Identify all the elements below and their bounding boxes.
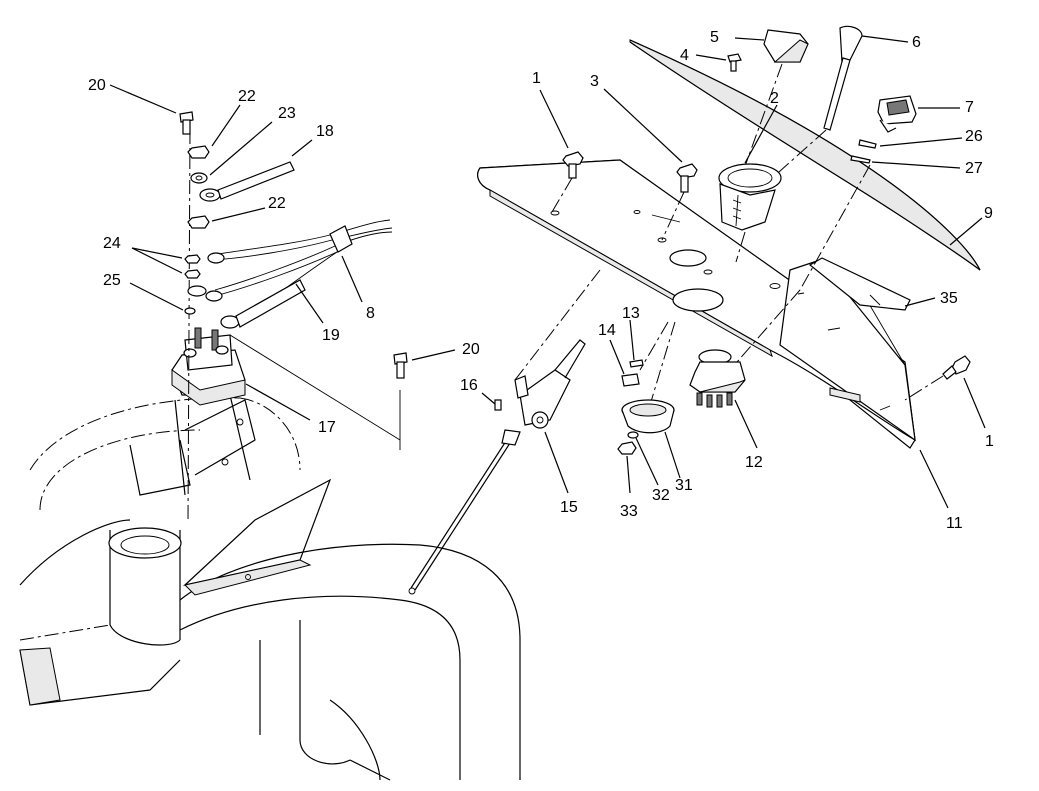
panel-hole-medium	[669, 249, 707, 267]
callout-3: 3	[590, 73, 599, 90]
bolt-3	[676, 163, 698, 193]
callout-11: 11	[946, 515, 963, 532]
callout-23: 23	[278, 105, 296, 122]
bushing-14	[621, 373, 640, 387]
callout-25: 25	[103, 272, 121, 289]
callout-22-lower: 22	[268, 195, 286, 212]
callout-13: 13	[622, 305, 640, 322]
control-panel-11	[477, 159, 916, 449]
callout-1-left: 1	[532, 70, 541, 87]
washer-25	[184, 307, 196, 315]
frame-outline	[19, 394, 521, 781]
cover-decal-9	[629, 39, 981, 271]
bolt-1-left	[562, 151, 584, 179]
clip-27	[850, 155, 871, 164]
callout-14: 14	[598, 322, 616, 339]
frame-tube-opening	[108, 527, 182, 559]
rocker-switch-7	[877, 95, 917, 133]
callout-27: 27	[965, 160, 983, 177]
lockwasher-23	[190, 172, 208, 184]
callout-31: 31	[675, 477, 693, 494]
callout-5: 5	[710, 29, 719, 46]
callout-8: 8	[366, 305, 375, 322]
callout-19: 19	[322, 327, 340, 344]
washer-32	[627, 431, 639, 439]
callout-20-middle: 20	[462, 341, 480, 358]
callout-16: 16	[460, 377, 478, 394]
cable-19	[220, 279, 401, 450]
spacer-13	[629, 359, 644, 368]
callout-9: 9	[984, 205, 993, 222]
nut-22-top	[187, 145, 210, 159]
leader-lines	[109, 35, 986, 509]
bolt-1-right	[942, 355, 971, 380]
bolt-20-middle	[393, 352, 408, 379]
callout-7: 7	[965, 99, 974, 116]
switch-shaft-6	[823, 25, 863, 131]
cup-31	[621, 399, 675, 434]
callout-33: 33	[620, 503, 638, 520]
callout-12: 12	[745, 454, 763, 471]
callout-26: 26	[965, 128, 983, 145]
nut-33	[617, 441, 637, 455]
callout-35: 35	[940, 290, 958, 307]
solenoid	[171, 327, 246, 406]
panel-hole-large	[672, 288, 724, 312]
cable-18	[199, 161, 295, 202]
nuts-24	[184, 254, 201, 279]
bolt-20-top	[179, 111, 194, 135]
callout-1-right: 1	[985, 433, 994, 450]
callout-4: 4	[680, 47, 689, 64]
callout-15: 15	[560, 499, 578, 516]
nut-22-lower	[187, 215, 210, 229]
spacer-26	[858, 139, 877, 149]
screw-4	[727, 53, 742, 72]
throttle-cable	[408, 429, 521, 595]
wire-harness-8	[187, 219, 393, 321]
callout-6: 6	[912, 34, 921, 51]
callout-24: 24	[103, 235, 121, 252]
callout-2: 2	[770, 90, 779, 107]
knob-5	[763, 29, 809, 63]
callout-22-top: 22	[238, 88, 256, 105]
callout-17: 17	[318, 419, 336, 436]
switch-body-12	[689, 349, 746, 408]
callout-labels: 20 22 23 18 22 24 25 8 19 17 20 16 1 3 4…	[88, 29, 994, 532]
ignition-switch-2	[718, 163, 782, 231]
callout-18: 18	[316, 123, 334, 140]
throttle-lever-15	[494, 339, 586, 429]
callout-20-top: 20	[88, 77, 106, 94]
callout-32: 32	[652, 487, 670, 504]
